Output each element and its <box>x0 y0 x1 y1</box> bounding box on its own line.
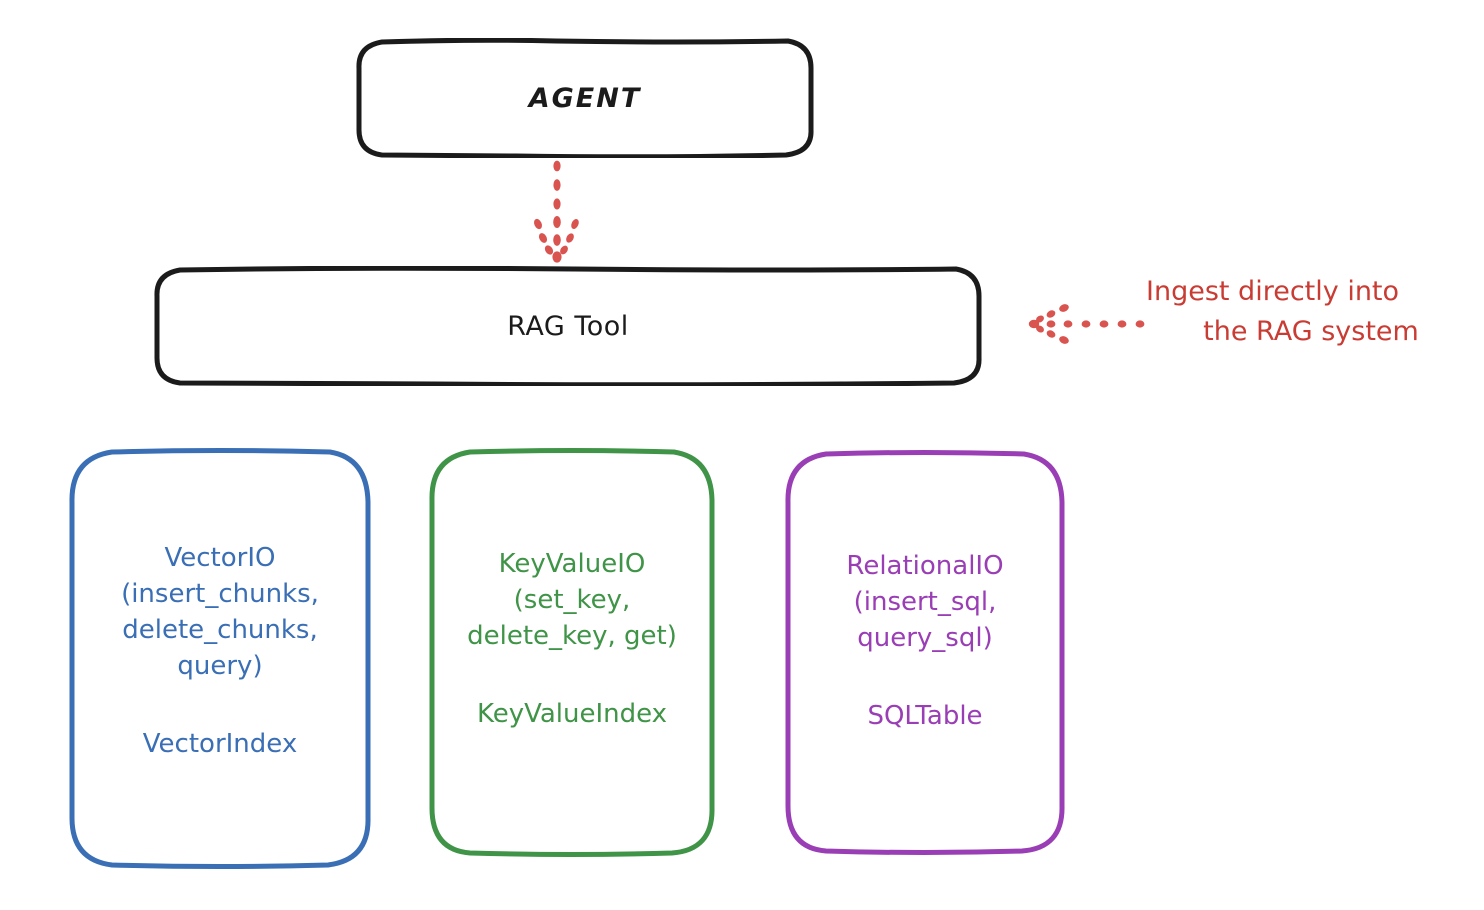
node-vector-io[interactable]: VectorIO (insert_chunks, delete_chunks, … <box>68 448 372 870</box>
node-agent[interactable]: AGENT <box>356 38 814 158</box>
rag-tool-label: RAG Tool <box>507 310 629 342</box>
relational-io-index-label: SQLTable <box>867 701 983 731</box>
vector-io-api-label: VectorIO (insert_chunks, delete_chunks, … <box>121 543 319 681</box>
node-key-value-io[interactable]: KeyValueIO (set_key, delete_key, get) Ke… <box>428 448 716 858</box>
vector-io-index-label: VectorIndex <box>142 729 298 759</box>
dotted-left-arrow-icon <box>1028 304 1145 344</box>
key-value-io-api-label: KeyValueIO (set_key, delete_key, get) <box>467 549 677 651</box>
dotted-down-arrow-icon <box>534 160 579 263</box>
node-rag-tool[interactable]: RAG Tool <box>154 266 982 386</box>
key-value-io-index-label: KeyValueIndex <box>476 699 668 729</box>
ingest-annotation-line-1: Ingest directly into <box>1146 276 1400 307</box>
ingest-annotation: Ingest directly into the RAG system <box>1146 272 1476 352</box>
relational-io-api-label: RelationalIO (insert_sql, query_sql) <box>846 551 1004 653</box>
agent-label: AGENT <box>528 82 642 114</box>
ingest-annotation-line-2: the RAG system <box>1203 316 1419 347</box>
node-relational-io[interactable]: RelationalIO (insert_sql, query_sql) SQL… <box>784 450 1066 856</box>
